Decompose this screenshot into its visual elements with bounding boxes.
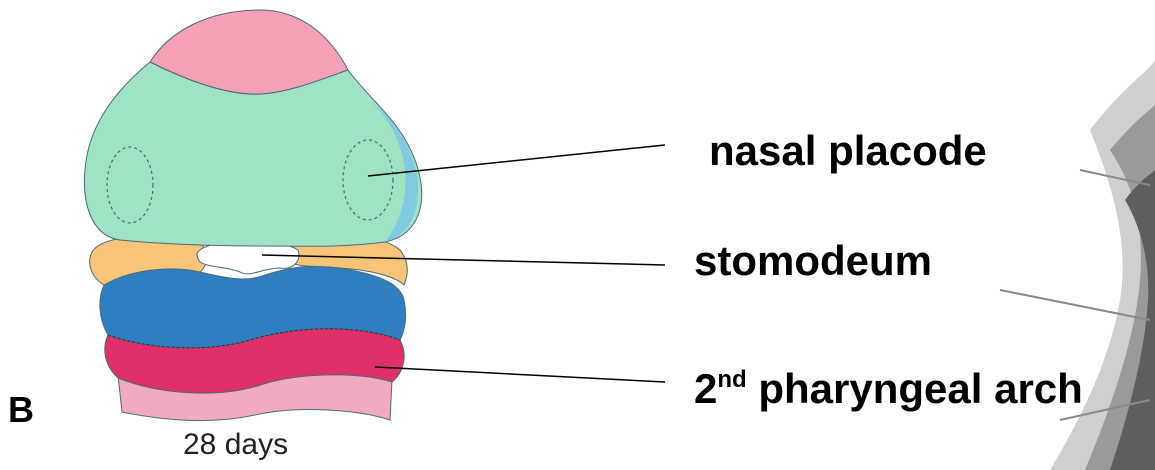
label-nasal-placode: nasal placode	[709, 127, 987, 174]
label-stomodeum: stomodeum	[694, 237, 932, 284]
panel-letter: B	[8, 389, 34, 430]
figure-caption: 28 days	[183, 428, 288, 461]
arch-number: 2	[694, 365, 717, 412]
arch-text: pharyngeal arch	[747, 365, 1083, 412]
label-pharyngeal-arch: 2nd pharyngeal arch	[694, 365, 1083, 412]
arch-superscript: nd	[717, 366, 746, 393]
leader-pharyngeal-arch	[375, 367, 665, 382]
